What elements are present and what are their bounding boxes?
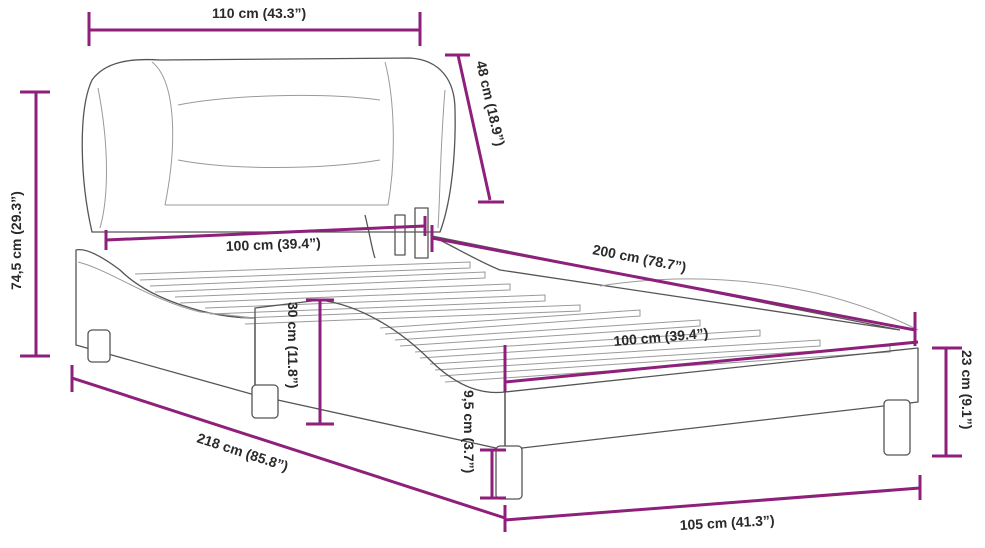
label-inner-width-head: 100 cm (39.4”) (226, 235, 321, 254)
footboard (504, 347, 919, 451)
label-frame-height: 23 cm (9.1”) (959, 350, 975, 429)
headboard-post-right (414, 207, 429, 259)
headboard (81, 57, 456, 233)
label-leg-height: 9,5 cm (3.7”) (461, 390, 477, 473)
near-side-rail (254, 299, 506, 451)
dimension-lines (20, 12, 962, 532)
leg-mid-left (251, 384, 279, 419)
leg-front-right (883, 399, 911, 456)
label-headboard-width: 110 cm (43.3”) (212, 5, 306, 21)
bed-illustration (75, 57, 919, 500)
leg-front (495, 445, 523, 500)
label-total-length: 218 cm (85.8”) (195, 430, 290, 475)
slats (134, 261, 891, 383)
label-side-height: 30 cm (11.8”) (285, 302, 301, 388)
label-total-height: 74,5 cm (29.3”) (8, 191, 24, 290)
label-headboard-height: 48 cm (18.9”) (473, 59, 508, 148)
headboard-post-left (394, 214, 406, 256)
label-inner-width-foot: 100 cm (39.4”) (613, 325, 709, 349)
leg-back-left (87, 329, 111, 363)
label-total-width: 105 cm (41.3”) (679, 512, 775, 533)
headboard-cushion (151, 61, 394, 206)
